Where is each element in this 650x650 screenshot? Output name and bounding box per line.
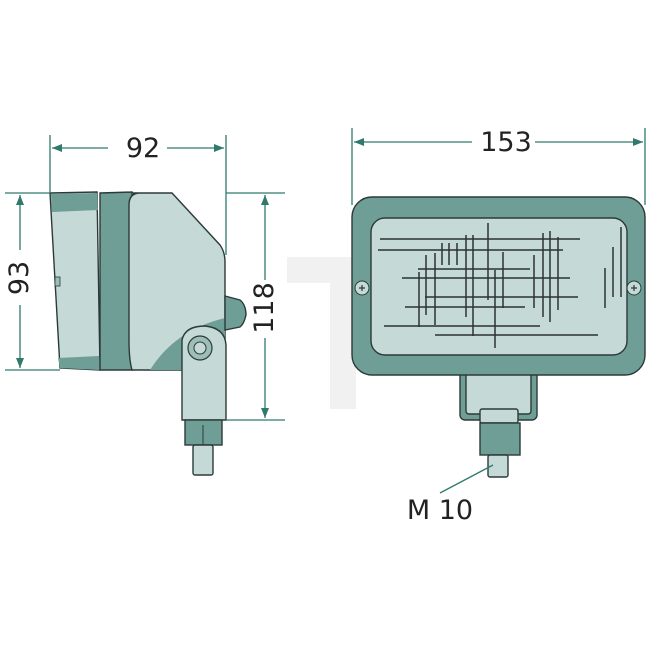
dimension-92-label: 92	[126, 133, 160, 164]
dimension-153: 153	[351, 127, 646, 205]
dimension-93-label: 93	[4, 261, 35, 295]
dimension-118: 118	[226, 192, 285, 421]
dimension-153-label: 153	[480, 127, 532, 158]
thread-callout: M 10	[407, 464, 494, 526]
dimension-118-label: 118	[249, 282, 280, 334]
side-view-lamp	[49, 191, 247, 476]
lens-pattern	[378, 223, 622, 348]
front-view-lamp	[351, 196, 646, 478]
dimension-92: 92	[49, 133, 227, 255]
dimension-93: 93	[4, 192, 60, 371]
thread-label: M 10	[407, 495, 473, 526]
